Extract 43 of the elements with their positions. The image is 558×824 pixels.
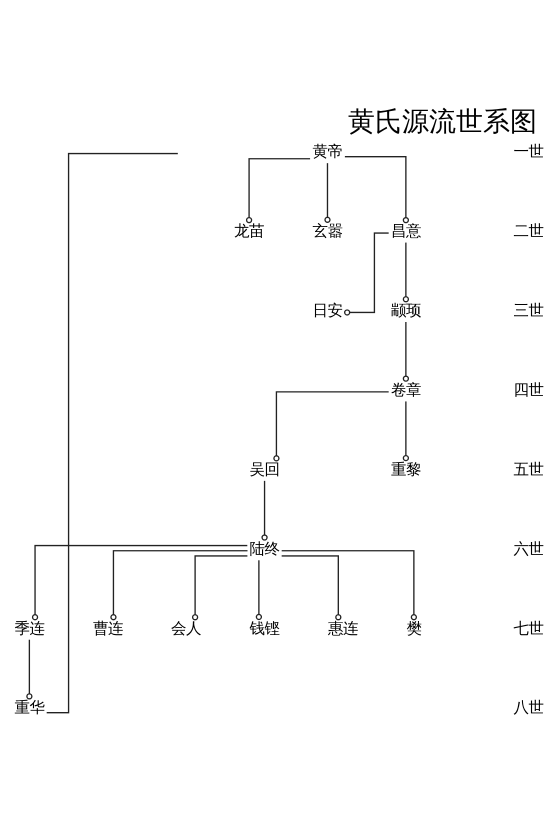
node-text: 日安	[312, 302, 342, 320]
connector	[344, 232, 389, 316]
label: 三世	[514, 302, 544, 320]
label: 八世	[514, 698, 544, 717]
connector	[344, 156, 410, 224]
label: 五世	[514, 460, 544, 478]
connector	[402, 242, 410, 302]
connector	[46, 152, 178, 714]
label: 七世	[514, 619, 544, 638]
connector	[273, 391, 389, 462]
connector	[282, 555, 342, 620]
node-text: 钱铿	[250, 619, 280, 638]
connector	[324, 163, 331, 223]
diagram-title: 黄氏源流世系图	[348, 106, 537, 138]
node-text: 会人	[171, 619, 202, 638]
node-text: 玄嚣	[312, 222, 342, 240]
connector	[256, 560, 262, 620]
connector	[402, 322, 410, 382]
connector	[261, 480, 268, 541]
node-text: 黄帝	[312, 142, 342, 161]
label: 二世	[514, 222, 544, 240]
label: 四世	[514, 380, 544, 399]
connector	[246, 158, 310, 224]
node-text: 吴回	[250, 460, 280, 478]
connector	[402, 401, 410, 462]
connector	[110, 550, 248, 620]
node-text: 重华	[14, 698, 44, 717]
node-text: 季连	[14, 619, 44, 638]
node-text: 昌意	[390, 222, 421, 240]
node-text: 樊	[406, 619, 422, 638]
connector	[282, 550, 418, 620]
node-text: 卷章	[390, 380, 421, 399]
node-text: 曹连	[92, 619, 123, 638]
node-text: 颛顼	[390, 302, 421, 320]
label: 六世	[514, 540, 544, 558]
node-text: 龙苗	[234, 222, 264, 240]
label: 一世	[514, 142, 544, 161]
node-text: 陆终	[250, 540, 280, 558]
connector	[32, 544, 248, 620]
connector	[26, 640, 33, 700]
node-text: 惠连	[328, 619, 358, 638]
connector	[192, 555, 248, 620]
node-text: 重黎	[390, 460, 421, 478]
